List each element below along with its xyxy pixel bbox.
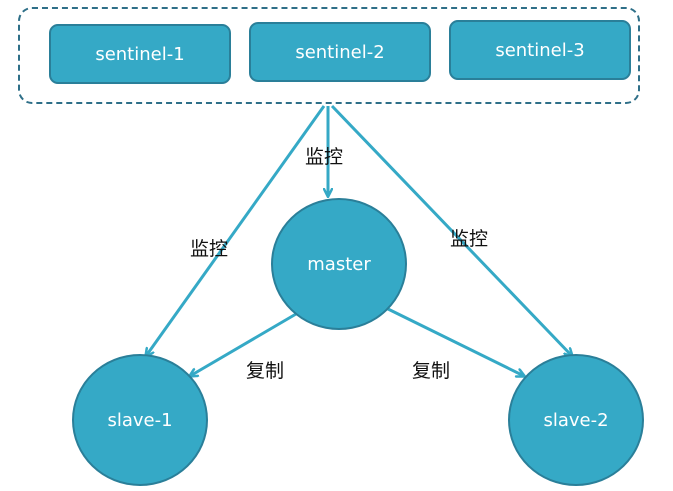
monitor-arrow-slave-2 <box>330 104 572 356</box>
sentinel-2-label: sentinel-2 <box>295 41 385 63</box>
sentinel-2-node: sentinel-2 <box>249 22 431 82</box>
slave-2-label: slave-2 <box>543 409 609 431</box>
slave-2-node: slave-2 <box>508 354 644 486</box>
sentinel-3-node: sentinel-3 <box>449 20 631 80</box>
monitor-label-slave-2: 监控 <box>450 228 489 250</box>
replicate-label-slave-2: 复制 <box>412 360 451 382</box>
slave-1-label: slave-1 <box>107 409 173 431</box>
slave-1-node: slave-1 <box>72 354 208 486</box>
monitor-arrow-slave-1 <box>146 105 326 356</box>
sentinel-1-node: sentinel-1 <box>49 24 231 84</box>
sentinel-group <box>18 7 640 104</box>
master-label: master <box>307 253 371 275</box>
monitor-label-master: 监控 <box>305 146 344 168</box>
sentinel-3-label: sentinel-3 <box>495 39 585 61</box>
sentinel-1-label: sentinel-1 <box>95 43 185 65</box>
replicate-arrow-slave-2 <box>385 306 524 376</box>
replicate-label-slave-1: 复制 <box>246 360 285 382</box>
master-node: master <box>271 198 407 330</box>
monitor-label-slave-1: 监控 <box>190 238 229 260</box>
replicate-arrow-slave-1 <box>190 312 297 376</box>
